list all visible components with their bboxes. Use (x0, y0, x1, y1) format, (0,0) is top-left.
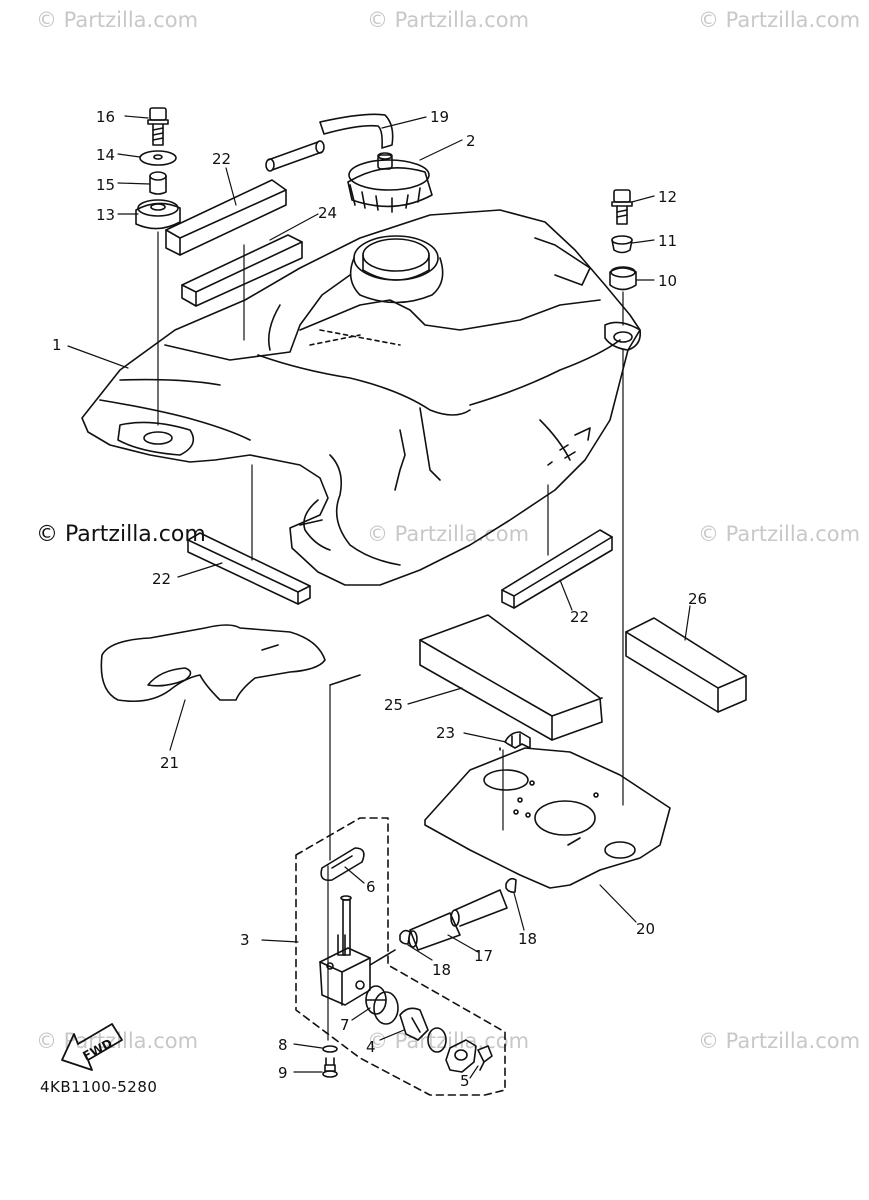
fuel-hose-17[interactable] (408, 889, 508, 951)
diagram-code: 4KB1100-5280 (40, 1078, 158, 1096)
callout-26: 26 (688, 590, 707, 608)
collar-15[interactable] (149, 171, 167, 195)
fuel-cap[interactable] (347, 152, 433, 213)
callout-16: 16 (96, 108, 115, 126)
callout-20: 20 (636, 920, 655, 938)
callout-23: 23 (436, 724, 455, 742)
callout-14: 14 (96, 146, 115, 164)
fwd-arrow-icon (61, 1023, 123, 1071)
callout-10: 10 (658, 272, 677, 290)
watermark: © Partzilla.com (36, 8, 199, 32)
callout-22-top: 22 (212, 150, 231, 168)
watermark: © Partzilla.com (367, 1029, 530, 1053)
callout-18-left: 18 (432, 961, 451, 979)
callout-21: 21 (160, 754, 179, 772)
fuel-cock-body[interactable] (319, 895, 396, 1006)
damper-22-left[interactable] (187, 532, 311, 605)
washer-8[interactable] (322, 1045, 338, 1053)
grommet-13[interactable] (135, 199, 181, 230)
callout-19: 19 (430, 108, 449, 126)
lever-4[interactable] (399, 1007, 429, 1041)
callout-5: 5 (460, 1072, 470, 1090)
callout-15: 15 (96, 176, 115, 194)
damper-22-top[interactable] (165, 179, 287, 256)
leader-lines (67, 115, 691, 1079)
collar-11[interactable] (611, 235, 633, 254)
callout-18-right: 18 (518, 930, 537, 948)
callout-17: 17 (474, 947, 493, 965)
callout-22-left: 22 (152, 570, 171, 588)
watermark: © Partzilla.com (698, 1029, 861, 1053)
callout-2: 2 (466, 132, 476, 150)
callout-11: 11 (658, 232, 677, 250)
callout-13: 13 (96, 206, 115, 224)
pad-20[interactable] (424, 747, 671, 889)
watermark-main: © Partzilla.com (36, 522, 206, 547)
callout-3: 3 (240, 931, 250, 949)
gasket-6[interactable] (320, 847, 365, 882)
clip-23[interactable] (504, 731, 531, 749)
watermark: © Partzilla.com (698, 8, 861, 32)
callout-4: 4 (366, 1038, 376, 1056)
breather-hose[interactable] (265, 113, 394, 172)
callout-12: 12 (658, 188, 677, 206)
clamp-18-left[interactable] (399, 929, 411, 945)
watermark: © Partzilla.com (367, 522, 530, 546)
callout-1: 1 (52, 336, 62, 354)
damper-24[interactable] (181, 234, 303, 307)
damper-22-right[interactable] (501, 529, 613, 609)
pad-21[interactable] (100, 624, 326, 703)
watermark: © Partzilla.com (367, 8, 530, 32)
callout-7: 7 (340, 1016, 350, 1034)
plate-5[interactable] (445, 1039, 477, 1073)
callout-24: 24 (318, 204, 337, 222)
callout-25: 25 (384, 696, 403, 714)
callout-9: 9 (278, 1064, 288, 1082)
washer-14[interactable] (139, 150, 177, 166)
watermark: © Partzilla.com (698, 522, 861, 546)
fuel-tank[interactable] (81, 209, 642, 586)
gasket-4b[interactable] (427, 1027, 447, 1053)
callout-6: 6 (366, 878, 376, 896)
callout-8: 8 (278, 1036, 288, 1054)
bolt-16[interactable] (147, 107, 169, 146)
oring-4[interactable] (373, 991, 399, 1025)
bolt-12[interactable] (611, 189, 633, 225)
screw-5[interactable] (477, 1045, 493, 1071)
grommet-10[interactable] (609, 266, 637, 291)
petcock-assembly-box (295, 817, 506, 1096)
sponge-25[interactable] (419, 614, 603, 741)
sponge-26[interactable] (625, 617, 747, 713)
screw-9[interactable] (322, 1057, 338, 1078)
callout-22-right: 22 (570, 608, 589, 626)
clamp-18-right[interactable] (505, 877, 517, 893)
